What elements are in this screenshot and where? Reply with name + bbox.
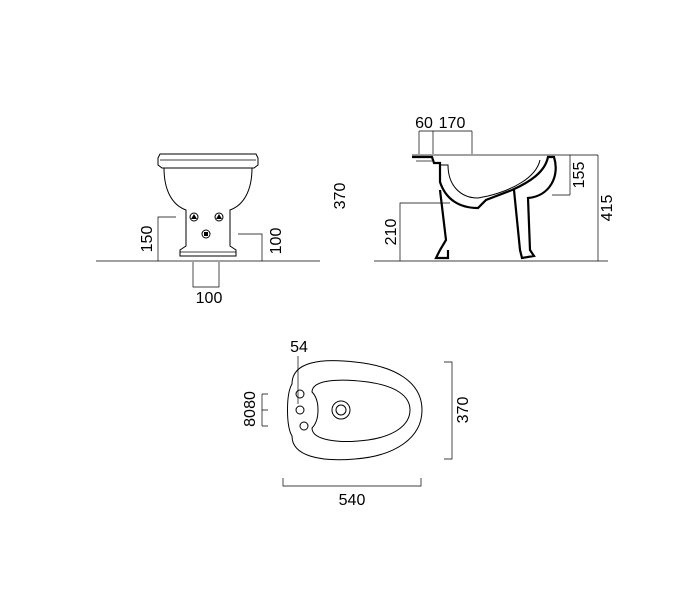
tap-hole-middle — [295, 405, 305, 415]
tap-hole-top — [295, 389, 305, 399]
dim-100-right-line — [238, 233, 263, 261]
dim-top-370-label: 370 — [455, 397, 472, 424]
dim-100-bottom-label: 100 — [196, 290, 223, 307]
front-bowl — [163, 167, 253, 257]
top-drain-outer — [331, 400, 351, 420]
dim-540-line — [282, 478, 422, 487]
top-basin — [311, 379, 411, 442]
top-drain-inner — [335, 404, 347, 416]
dim-170-label: 170 — [439, 115, 466, 132]
tap-hole-bottom — [299, 421, 309, 431]
dim-top-370-line — [444, 361, 453, 460]
dim-540-label: 540 — [339, 492, 366, 509]
dim-370-label: 370 — [332, 183, 349, 210]
dim-60-label: 60 — [415, 115, 433, 132]
dim-80b-label: 80 — [242, 409, 259, 427]
dim-100-right-label: 100 — [268, 228, 285, 255]
dim-150-label: 150 — [139, 226, 156, 253]
dim-210-label: 210 — [383, 219, 400, 246]
top-outline — [287, 360, 423, 461]
front-rim — [157, 153, 259, 169]
inlet-right-icon — [214, 212, 224, 222]
dim-80-line — [261, 393, 268, 427]
dim-415-label: 415 — [599, 195, 616, 222]
dim-80a-label: 80 — [242, 391, 259, 409]
dim-54-label: 54 — [290, 339, 308, 356]
front-view: 150 100 100 370 — [96, 153, 349, 307]
inlet-left-icon — [189, 212, 199, 222]
side-view: 60 170 210 155 415 — [374, 115, 616, 262]
dim-top-line — [418, 130, 473, 154]
dim-100-bottom-line — [192, 262, 220, 288]
side-body-outer — [412, 155, 557, 260]
dim-210-line — [399, 202, 450, 261]
side-bowl-inner — [440, 159, 541, 199]
dim-150-line — [157, 216, 176, 261]
top-view: 54 80 80 370 540 — [242, 339, 472, 509]
drain-icon — [201, 229, 211, 239]
dim-155-label: 155 — [571, 162, 588, 189]
